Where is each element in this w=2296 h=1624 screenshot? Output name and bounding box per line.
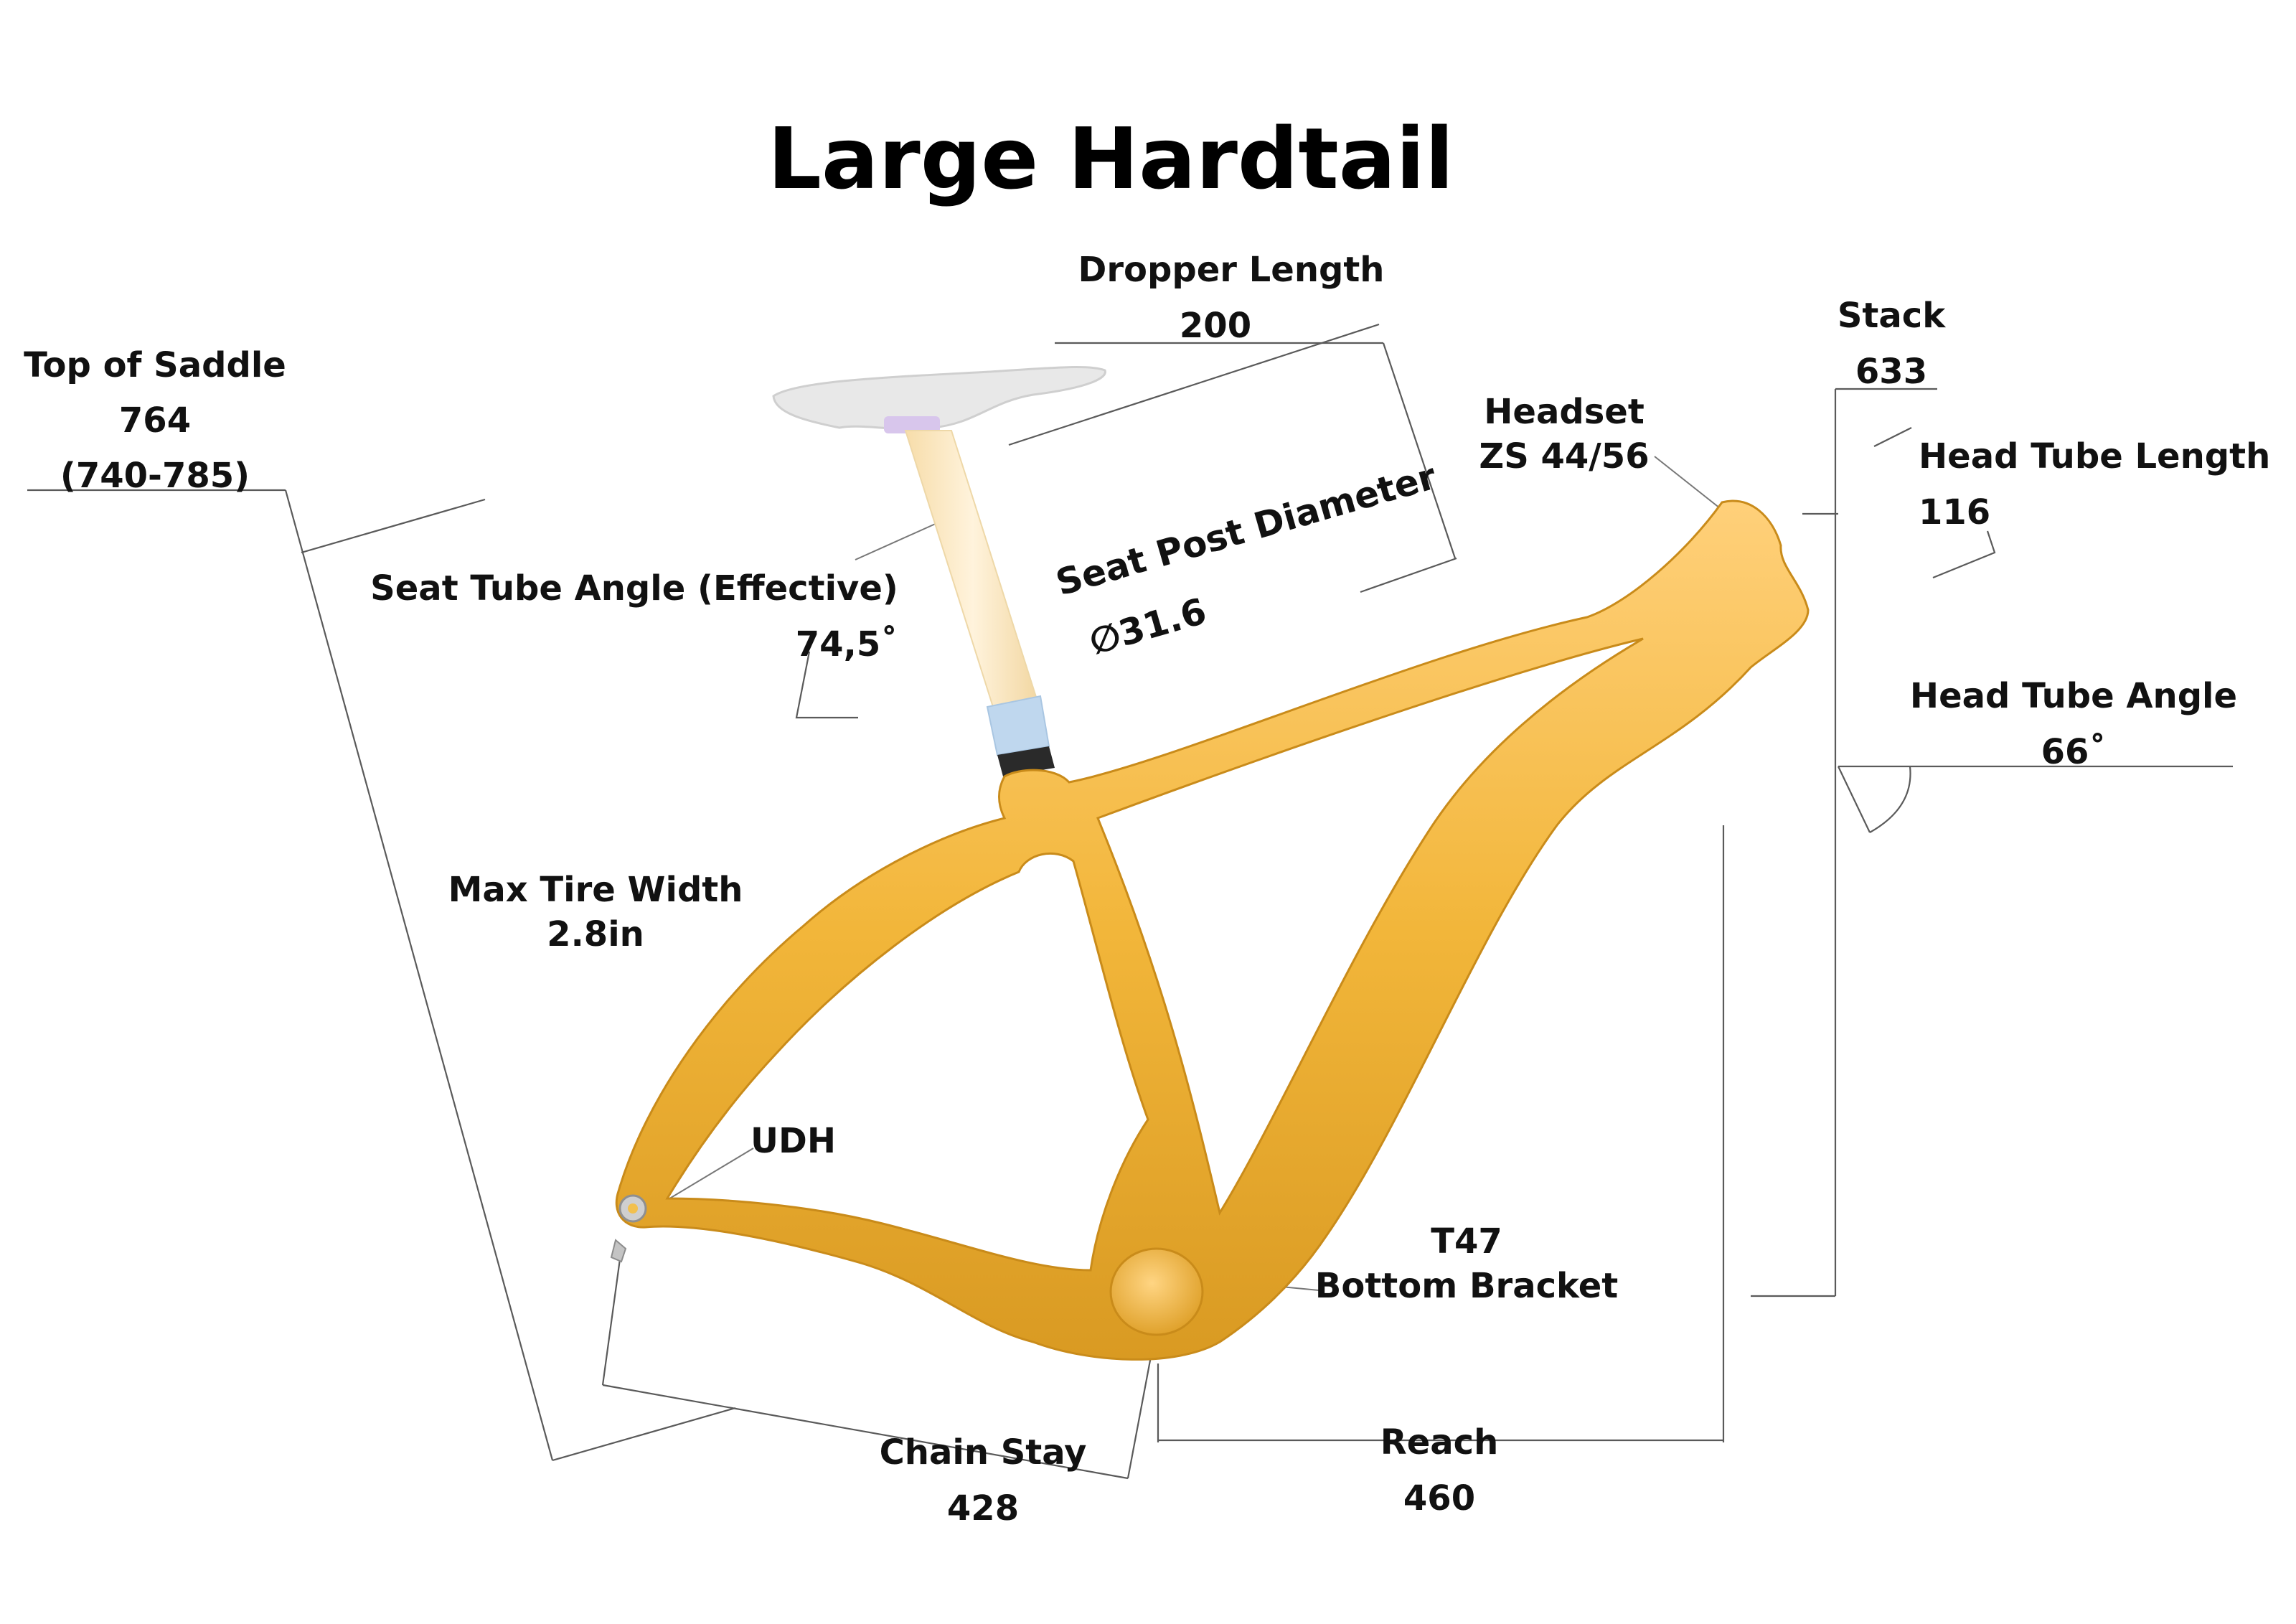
chain-stay-dimension-line bbox=[602, 1384, 1129, 1480]
saddle bbox=[772, 366, 1106, 431]
frame-body bbox=[615, 499, 1810, 1361]
udh-hook bbox=[610, 1239, 627, 1263]
bottom-bracket-label: Bottom Bracket bbox=[1315, 1266, 1618, 1306]
max-tire-width-value: 2.8in bbox=[547, 914, 644, 954]
top-of-saddle-range: (740-785) bbox=[60, 456, 250, 496]
reach-value: 460 bbox=[1403, 1478, 1475, 1519]
udh-hanger-center bbox=[628, 1203, 638, 1214]
head-tube-angle-value: 66˚ bbox=[2041, 732, 2107, 772]
seatpost bbox=[904, 430, 1042, 722]
chain-stay-left-ref bbox=[601, 1248, 623, 1386]
head-tube-length-value: 116 bbox=[1919, 492, 1990, 532]
reach-label: Reach bbox=[1380, 1422, 1499, 1463]
udh-label: UDH bbox=[751, 1121, 836, 1161]
bottom-bracket-shell bbox=[1109, 1247, 1204, 1336]
seat-post-diameter-label: Seat Post Diameter bbox=[1051, 456, 1441, 604]
page-title: Large Hardtail bbox=[768, 109, 1454, 208]
labels: Top of Saddle 764 (740-785) Dropper Leng… bbox=[24, 250, 2270, 1529]
head-tube-angle-line bbox=[1838, 766, 1871, 833]
top-of-saddle-tick-top bbox=[301, 498, 486, 554]
head-tube-angle-label: Head Tube Angle bbox=[1910, 676, 2237, 716]
head-tube-angle-arc bbox=[1869, 766, 1911, 833]
seat-post-diameter-group: Seat Post Diameter ∅31.6 bbox=[1051, 456, 1441, 663]
top-of-saddle-dimension-line bbox=[284, 489, 554, 1461]
headset-label: Headset bbox=[1484, 392, 1645, 432]
dimension-lines bbox=[27, 323, 2233, 1480]
dropper-dimension-line bbox=[1382, 342, 1457, 559]
seatpost-band bbox=[986, 695, 1050, 756]
top-of-saddle-tick-bottom bbox=[552, 1407, 736, 1462]
bottom-bracket-standard: T47 bbox=[1431, 1221, 1502, 1262]
top-of-saddle-value: 764 bbox=[119, 400, 191, 441]
dropper-length-label: Dropper Length bbox=[1078, 250, 1385, 290]
chain-stay-label: Chain Stay bbox=[880, 1432, 1087, 1473]
headset-value: ZS 44/56 bbox=[1479, 436, 1649, 477]
seat-tube-angle-label: Seat Tube Angle (Effective) bbox=[370, 568, 898, 609]
top-of-saddle-label: Top of Saddle bbox=[24, 345, 286, 385]
dropper-length-value: 200 bbox=[1180, 306, 1251, 346]
saddle-clamp bbox=[884, 416, 940, 433]
seat-tube-angle-leader bbox=[855, 522, 939, 560]
chain-stay-right-ref bbox=[1126, 1352, 1153, 1479]
head-tube-length-label: Head Tube Length bbox=[1919, 436, 2270, 477]
head-tube-length-bracket bbox=[1873, 427, 1912, 447]
seat-collar bbox=[997, 746, 1055, 776]
seat-tube-angle-marker bbox=[795, 651, 858, 719]
chain-stay-value: 428 bbox=[947, 1488, 1019, 1529]
stack-value: 633 bbox=[1855, 352, 1927, 392]
stack-label: Stack bbox=[1838, 296, 1946, 336]
seat-tube-angle-value: 74,5˚ bbox=[796, 624, 898, 665]
dropper-tick-top bbox=[1008, 323, 1380, 446]
head-tube-length-bracket-lower bbox=[1932, 530, 1996, 579]
dropper-tick-bottom bbox=[1360, 557, 1457, 593]
headset-leader bbox=[1654, 456, 1724, 512]
max-tire-width-label: Max Tire Width bbox=[448, 870, 743, 910]
seat-post-diameter-value: ∅31.6 bbox=[1085, 590, 1211, 663]
bike-frame bbox=[610, 366, 1810, 1361]
